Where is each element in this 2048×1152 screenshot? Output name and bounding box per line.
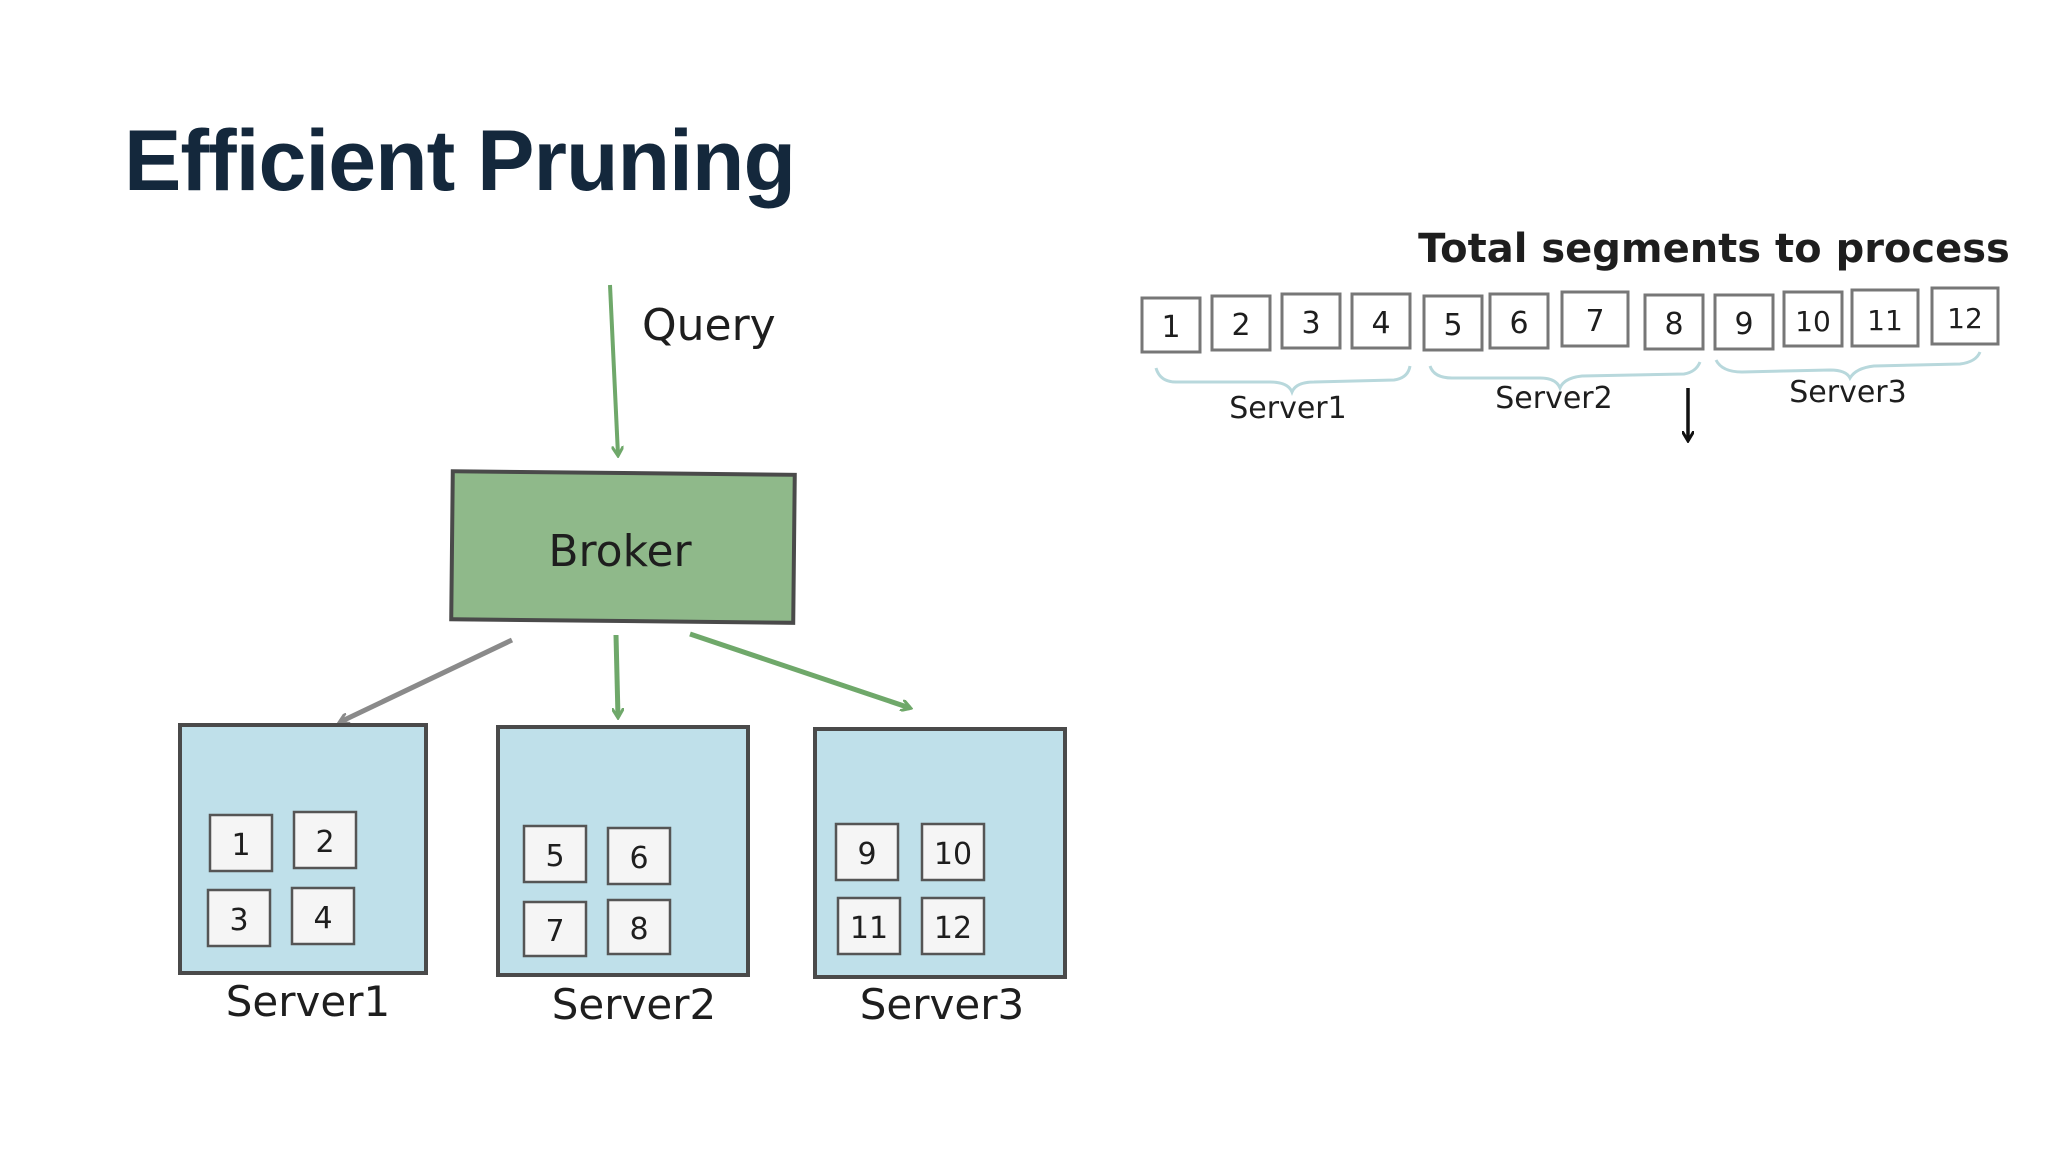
segment-chip: 3: [206, 888, 272, 948]
segment-chip-label: 3: [229, 903, 248, 938]
segment-strip: 1 2 3 4 5 6 7 8: [1140, 286, 2000, 354]
strip-segment-label: 1: [1161, 310, 1180, 345]
segment-chip: 1: [208, 813, 274, 873]
segment-chip: 8: [606, 898, 672, 956]
segment-chip-label: 1: [231, 828, 250, 863]
segment-chip: 12: [920, 896, 986, 956]
strip-segment: 6: [1488, 292, 1550, 350]
arrow-to-server3: [689, 631, 910, 708]
strip-segment: 4: [1350, 292, 1412, 350]
strip-segment-label: 10: [1795, 305, 1831, 338]
strip-group-label-server2: Server2: [1495, 381, 1612, 416]
strip-segment: 11: [1850, 288, 1920, 348]
server2-brace: [1428, 361, 1702, 393]
segment-chip-label: 8: [629, 912, 648, 947]
slide-title: Efficient Pruning: [124, 113, 796, 209]
query-label: Query: [642, 300, 776, 351]
segment-chip-label: 9: [857, 837, 876, 872]
strip-segment-label: 2: [1231, 308, 1250, 343]
strip-segment: 7: [1560, 290, 1630, 348]
server1-box: 1 2 3 4 Server1: [178, 723, 428, 1026]
segment-chip: 9: [834, 822, 900, 882]
segments-title: Total segments to process: [1418, 226, 2010, 272]
server3-label: Server3: [860, 980, 1024, 1029]
strip-segment-label: 12: [1947, 302, 1983, 335]
strip-segment-label: 3: [1301, 306, 1320, 341]
server2-box: 5 6 7 8 Server2: [496, 725, 750, 1029]
segment-chip: 7: [522, 900, 588, 958]
strip-segment-label: 5: [1443, 308, 1462, 343]
segment-chip-label: 5: [545, 839, 564, 874]
segment-chip-label: 12: [934, 911, 972, 946]
strip-group-label-server3: Server3: [1789, 375, 1906, 410]
server1-brace: [1154, 365, 1412, 397]
server1-label: Server1: [226, 977, 390, 1026]
server3-brace: [1714, 351, 1982, 382]
server2-label: Server2: [552, 980, 716, 1029]
segment-chip-label: 4: [313, 901, 332, 936]
segment-chip: 2: [292, 810, 358, 870]
arrow-to-server1: [340, 637, 514, 722]
segment-chip: 11: [836, 896, 902, 956]
server3-box: 9 10 11 12 Server3: [813, 727, 1067, 1029]
strip-segment-label: 9: [1734, 307, 1753, 342]
strip-segment-label: 11: [1867, 304, 1903, 337]
broker-box: Broker: [449, 469, 797, 625]
segment-chip: 4: [290, 886, 356, 946]
strip-segment: 1: [1140, 296, 1202, 354]
strip-segment: 12: [1930, 286, 2000, 346]
segment-chip-label: 10: [934, 837, 972, 872]
segment-chip-label: 7: [545, 914, 564, 949]
strip-group-label-server1: Server1: [1229, 391, 1346, 426]
segment-chip-label: 2: [315, 825, 334, 860]
strip-segment: 5: [1422, 294, 1484, 352]
strip-segment-label: 6: [1509, 306, 1528, 341]
strip-segment-label: 4: [1371, 306, 1390, 341]
strip-segment: 9: [1713, 293, 1775, 351]
strip-segment: 10: [1782, 290, 1844, 348]
broker-label: Broker: [548, 526, 692, 577]
arrow-to-server2: [616, 634, 618, 717]
query-arrow: [608, 284, 618, 455]
segment-chip-label: 6: [629, 841, 648, 876]
strip-segment-label: 8: [1664, 307, 1683, 342]
strip-segment: 3: [1280, 292, 1342, 350]
strip-segment: 2: [1210, 294, 1272, 352]
segment-chip: 5: [522, 824, 588, 884]
segment-chip-label: 11: [850, 911, 888, 946]
segment-chip: 6: [606, 826, 672, 886]
strip-segment: 8: [1643, 293, 1705, 351]
segment-chip: 10: [920, 822, 986, 882]
strip-segment-label: 7: [1585, 304, 1604, 339]
